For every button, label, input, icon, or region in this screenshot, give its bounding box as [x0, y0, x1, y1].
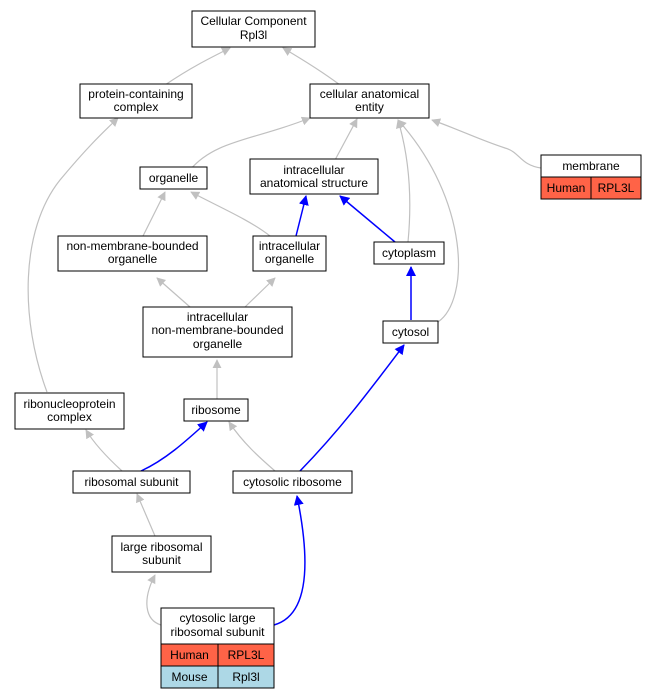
- edge-cytosolic-ribosome-to-ribosome: [228, 421, 276, 472]
- node-large-ribosomal-subunit[interactable]: large ribosomal subunit: [111, 535, 212, 573]
- edge-intracellular-organelle-to-intracellular-structure: [295, 195, 309, 237]
- node-cytosolic-ribosome[interactable]: cytosolic ribosome: [232, 470, 353, 494]
- node-label-line: complex: [114, 100, 159, 114]
- node-protein-containing-complex[interactable]: protein-containing complex: [79, 83, 193, 119]
- node-label-line: cellular anatomical: [320, 87, 419, 101]
- edge-organelle-to-anatomical-entity: [189, 116, 311, 171]
- node-label-line: non-membrane-bounded: [66, 239, 198, 253]
- node-label-line: large ribosomal: [120, 540, 202, 554]
- node-label-line: intracellular: [283, 163, 344, 177]
- node-label-line: cytosol: [392, 325, 429, 339]
- edge-intracellular-organelle-to-organelle: [190, 191, 271, 237]
- node-label-line: entity: [355, 100, 384, 114]
- node-ribosome[interactable]: ribosome: [183, 398, 249, 422]
- edge-intracellular-structure-to-anatomical-entity: [334, 118, 358, 161]
- node-ribosomal-subunit[interactable]: ribosomal subunit: [72, 470, 191, 494]
- node-cellular-anatomical-entity[interactable]: cellular anatomical entity: [309, 83, 430, 119]
- node-label-line: organelle: [193, 337, 243, 351]
- node-intracellular-non-membrane-bounded-organelle[interactable]: intracellular non-membrane-bounded organ…: [142, 306, 293, 358]
- edge-anatomical-entity-to-root: [282, 47, 341, 86]
- node-label-line: anatomical structure: [260, 176, 368, 190]
- gene-label-mouse: Rpl3l: [232, 670, 259, 684]
- node-root[interactable]: Cellular Component Rpl3l: [191, 10, 316, 48]
- edges-blue: [140, 195, 416, 626]
- node-cytoplasm[interactable]: cytoplasm: [373, 241, 445, 265]
- edge-rnp-complex-to-protein-complex: [27, 117, 119, 393]
- species-label-human: Human: [547, 181, 586, 195]
- node-label-line: cytosolic large: [179, 611, 255, 625]
- node-label-line: intracellular: [187, 310, 248, 324]
- node-label-line: ribosome: [191, 403, 241, 417]
- edge-ribosomal-subunit-to-rnp-complex: [85, 429, 123, 472]
- node-label-line: intracellular: [259, 239, 320, 253]
- gene-label-human: RPL3L: [598, 181, 635, 195]
- gene-cell-human: [590, 176, 642, 200]
- node-label-line: membrane: [562, 159, 620, 173]
- node-organelle[interactable]: organelle: [139, 166, 208, 190]
- node-intracellular-anatomical-structure[interactable]: intracellular anatomical structure: [249, 158, 379, 195]
- gene-cell-mouse: [217, 665, 275, 689]
- node-label-line: organelle: [108, 252, 158, 266]
- node-membrane[interactable]: membrane Human RPL3L: [540, 154, 642, 200]
- node-label-line: subunit: [142, 553, 181, 567]
- edge-intra-nm-organelle-to-non-membrane-organelle: [156, 277, 191, 308]
- edge-cytosolic-large-to-cytosolic-ribosome: [273, 495, 306, 626]
- node-label-line: ribosomal subunit: [84, 475, 179, 489]
- node-label-line: non-membrane-bounded: [151, 323, 283, 337]
- edge-protein-complex-to-root: [164, 47, 231, 86]
- node-cytosolic-large-ribosomal-subunit[interactable]: cytosolic large ribosomal subunit Human …: [160, 607, 275, 689]
- node-label-line: cytosolic ribosome: [243, 475, 342, 489]
- edge-large-subunit-to-ribosomal-subunit: [136, 493, 156, 537]
- edge-intra-nm-organelle-to-intracellular-organelle: [244, 277, 276, 308]
- node-label-line: organelle: [149, 171, 199, 185]
- species-label-human: Human: [170, 648, 209, 662]
- gene-label-human: RPL3L: [228, 648, 265, 662]
- node-label-line: organelle: [265, 252, 315, 266]
- node-cytosol[interactable]: cytosol: [382, 320, 439, 344]
- node-label-line: protein-containing: [88, 87, 183, 101]
- edge-cytosol-to-anatomical-entity: [397, 119, 459, 323]
- edge-cytoplasm-to-anatomical-entity: [396, 119, 411, 243]
- node-ribonucleoprotein-complex[interactable]: ribonucleoprotein complex: [14, 392, 125, 430]
- node-label-line: ribosomal subunit: [170, 625, 265, 639]
- edge-non-membrane-organelle-to-organelle: [142, 191, 166, 237]
- node-intracellular-organelle[interactable]: intracellular organelle: [252, 235, 327, 272]
- species-label-mouse: Mouse: [171, 670, 207, 684]
- edge-cytoplasm-to-intracellular-structure: [339, 195, 396, 243]
- edge-cytosolic-large-to-large-subunit: [146, 574, 162, 626]
- node-label-line: Rpl3l: [240, 28, 267, 42]
- node-label-line: ribonucleoprotein: [23, 397, 115, 411]
- node-label-line: complex: [47, 410, 92, 424]
- edge-cytosolic-ribosome-to-cytosol: [299, 344, 405, 472]
- edges-gray: [27, 47, 542, 626]
- edge-membrane-to-anatomical-entity: [431, 118, 542, 169]
- node-non-membrane-bounded-organelle[interactable]: non-membrane-bounded organelle: [57, 235, 208, 272]
- edge-ribosomal-subunit-to-ribosome: [140, 421, 208, 472]
- node-label-line: Cellular Component: [200, 14, 307, 28]
- node-label-line: cytoplasm: [382, 246, 436, 260]
